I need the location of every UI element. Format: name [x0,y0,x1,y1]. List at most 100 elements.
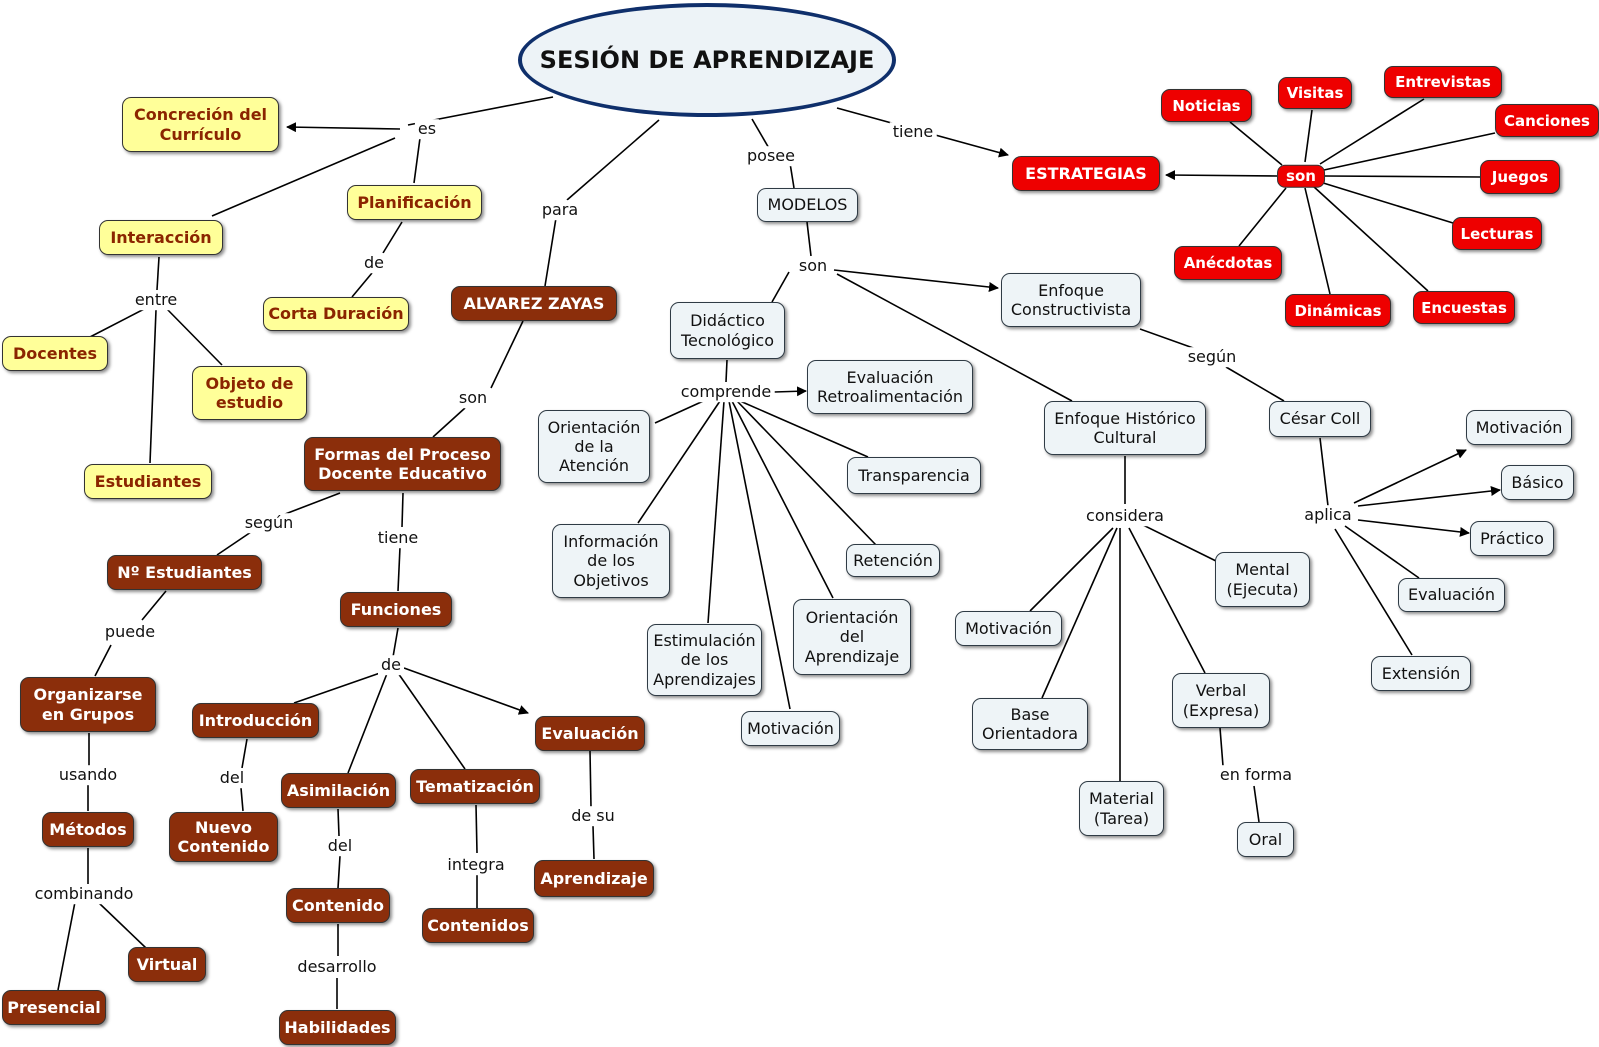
connector-line-45 [836,273,1073,402]
link-label-son-alvarez: son [455,388,491,408]
node-contenido: Contenido [286,888,390,923]
connector-line-47 [773,386,807,397]
node-motivacion-comprende: Motivación [741,711,840,746]
connector-line-7 [89,305,151,338]
node-basico: Básico [1501,465,1574,500]
node-transparencia: Transparencia [847,457,981,494]
node-mental-ejecuta: Mental (Ejecuta) [1215,552,1310,607]
connector-line-33 [337,855,341,889]
connector-line-32 [337,808,340,837]
node-introduccion: Introducción [192,703,319,738]
node-alvarez-zayas: ALVAREZ ZAYAS [451,286,617,321]
node-lecturas: Lecturas [1452,217,1542,250]
node-formas-proceso: Formas del Proceso Docente Educativo [304,437,501,491]
node-practico: Práctico [1470,521,1554,556]
node-estrategias: ESTRATEGIAS [1012,156,1160,191]
node-corta-duracion: Corta Duración [263,297,409,331]
connector-line-17 [94,644,112,677]
node-dinamicas: Dinámicas [1285,294,1391,327]
node-planificacion: Planificación [347,185,482,220]
link-label-de-funciones: de [378,655,404,675]
link-label-posee: posee [744,146,798,166]
connector-line-68 [1128,527,1206,674]
connector-line-76 [1323,132,1496,171]
connector-line-51 [728,400,791,710]
link-label-del-asimilacion: del [324,836,356,856]
connector-line-8 [163,305,223,366]
link-label-de-su: de su [568,806,618,826]
link-label-comprende: comprende [677,382,775,402]
connector-line-79 [1312,185,1429,292]
node-juegos: Juegos [1480,160,1560,194]
connector-line-44 [833,269,999,292]
link-label-tiene-formas: tiene [374,528,422,548]
connector-line-5 [351,272,373,298]
node-funciones: Funciones [340,592,452,627]
main-title: SESIÓN DE APRENDIZAJE [518,3,896,117]
connector-line-4 [382,221,403,254]
node-metodos: Métodos [42,812,134,847]
connector-line-1 [286,122,401,133]
connector-line-54 [739,400,869,458]
link-label-tiene-estrategias: tiene [889,122,937,142]
connector-line-42 [806,221,812,257]
node-objeto-estudio: Objeto de estudio [192,366,307,420]
connector-line-60 [1357,486,1501,507]
connector-line-50 [707,400,725,624]
link-label-integra: integra [444,855,508,875]
connector-line-31 [240,787,244,812]
connector-line-22 [98,902,147,949]
link-label-puede: puede [101,622,159,642]
node-anecdotas: Anécdotas [1174,246,1282,280]
connector-line-25 [392,627,399,658]
connector-line-43 [771,271,790,303]
link-label-del-introduccion: del [216,768,248,788]
connector-line-26 [293,672,381,704]
connector-line-11 [544,217,557,287]
connector-line-40 [751,118,771,151]
connector-line-46 [725,359,728,383]
connector-line-12 [490,320,524,389]
connector-line-78 [1319,181,1454,224]
connector-line-66 [1041,527,1118,699]
link-label-combinando: combinando [31,884,137,904]
node-aprendizaje: Aprendizaje [534,860,654,897]
node-organizarse-grupos: Organizarse en Grupos [20,677,156,732]
connector-line-3 [211,137,396,217]
connector-line-63 [1334,528,1413,656]
connector-line-39 [592,825,595,860]
connector-line-58 [1319,437,1329,507]
connector-line-28 [397,672,466,770]
node-enfoque-constructivista: Enfoque Constructivista [1001,273,1141,327]
node-contenidos: Contenidos [422,908,534,943]
connector-line-27 [347,670,389,774]
link-label-segun-formas: según [241,513,297,533]
connector-line-16 [141,590,167,621]
link-label-en-forma: en forma [1216,765,1296,785]
connector-line-62 [1344,525,1420,579]
connector-line-74 [1304,109,1313,163]
connector-line-9 [149,309,157,464]
connector-line-52 [731,400,834,599]
connector-line-53 [736,400,877,546]
node-entrevistas: Entrevistas [1384,66,1502,98]
connector-line-71 [1253,785,1260,823]
node-didactico-tecnologico: Didáctico Tecnológico [670,302,785,359]
connector-line-41 [789,162,795,189]
connector-line-80 [1304,187,1331,295]
link-label-considera: considera [1083,506,1167,526]
connector-line-14 [279,492,341,517]
node-extension: Extensión [1371,656,1471,691]
node-estimulacion-aprendizajes: Estimulación de los Aprendizajes [647,624,762,696]
node-virtual: Virtual [128,947,206,982]
connector-line-24 [397,546,401,592]
node-evaluacion-aplica: Evaluación [1398,578,1505,612]
node-verbal-expresa: Verbal (Expresa) [1172,673,1270,728]
node-cesar-coll: César Coll [1269,401,1371,437]
node-habilidades: Habilidades [279,1010,396,1045]
node-base-orientadora: Base Orientadora [972,698,1088,750]
connector-line-65 [1029,527,1114,612]
node-retencion: Retención [846,544,940,577]
link-label-usando: usando [55,765,121,785]
